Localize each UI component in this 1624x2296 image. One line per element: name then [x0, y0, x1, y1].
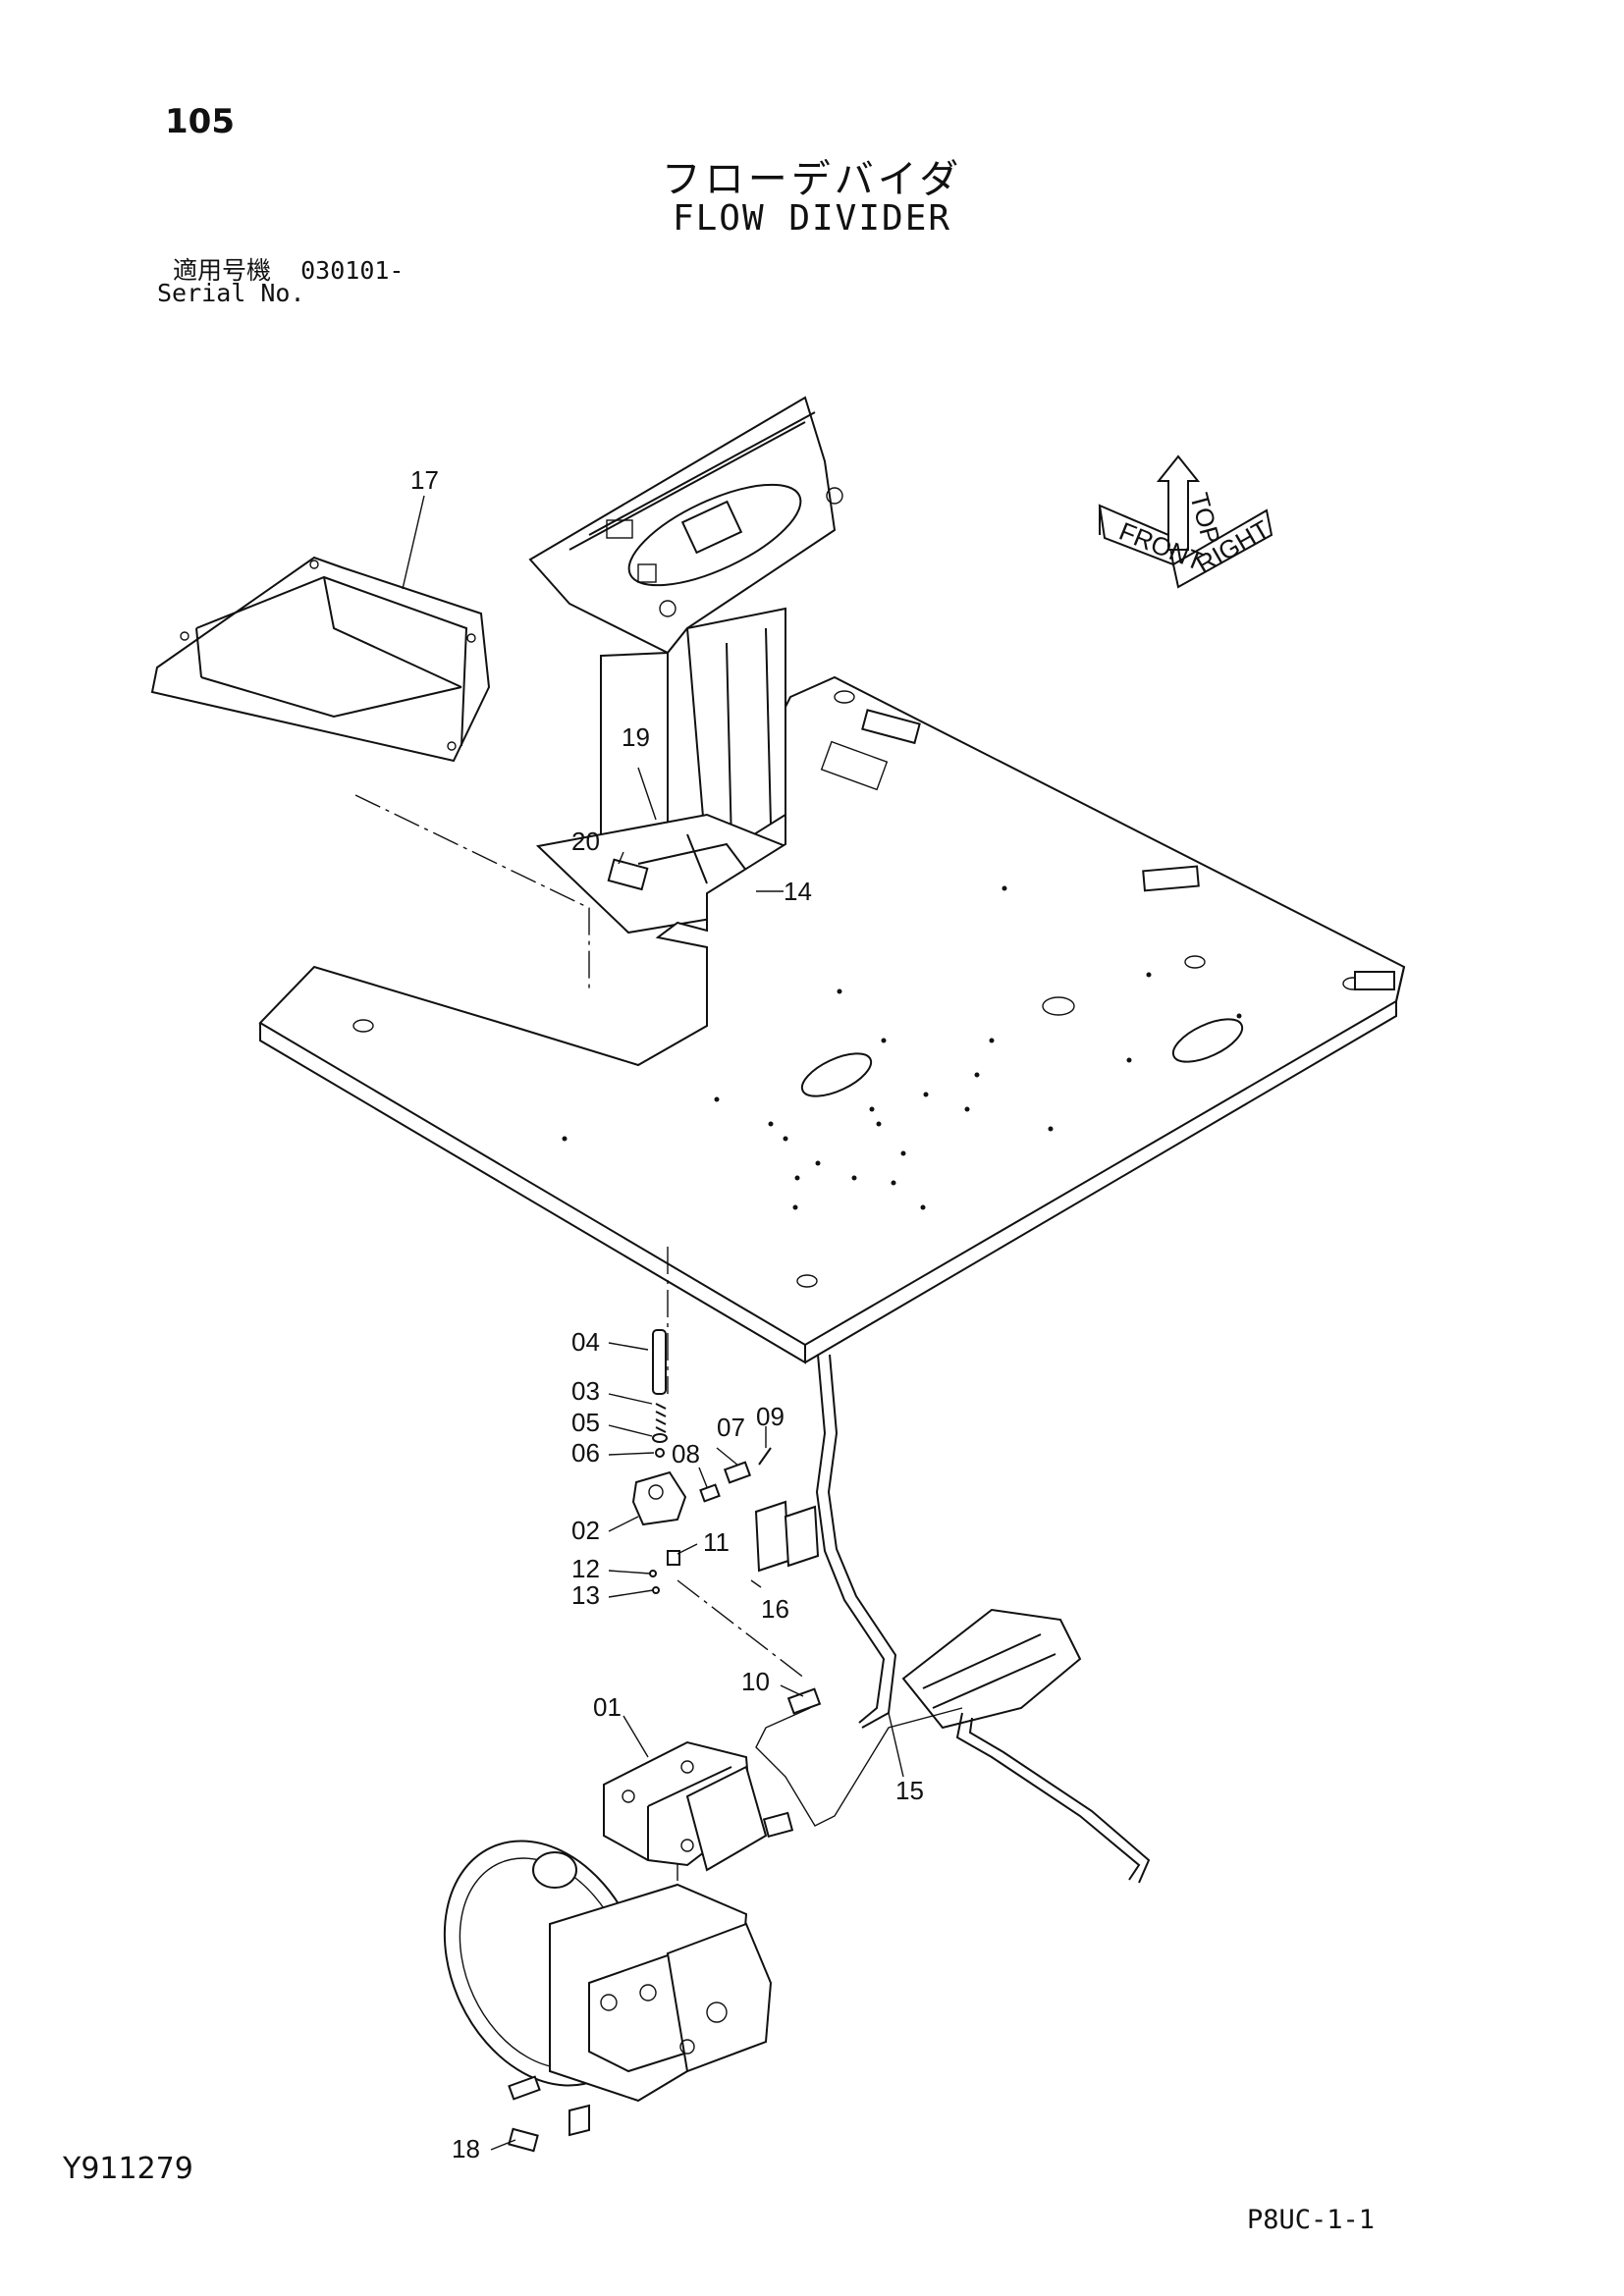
callout-12: 12 [571, 1554, 600, 1583]
callout-18: 18 [452, 2134, 480, 2163]
label-plate-20 [607, 858, 649, 891]
relay-16 [754, 1500, 820, 1573]
serial-value: 030101- [300, 256, 405, 285]
sheet-reference: P8UC-1-1 [1247, 2205, 1376, 2235]
handle-assembly [631, 1329, 687, 1526]
monitor-stand [528, 396, 843, 934]
orientation-marker: TOP FRONT RIGHT [1098, 454, 1274, 589]
callout-17: 17 [410, 465, 439, 495]
callout-20: 20 [571, 827, 600, 856]
harness-15 [755, 1354, 1151, 1884]
clip-11-nuts [649, 1550, 680, 1594]
callout-10: 10 [741, 1667, 770, 1696]
callout-14: 14 [784, 877, 812, 906]
callout-04: 04 [571, 1327, 600, 1357]
connector-10 [786, 1687, 822, 1715]
callout-15: 15 [895, 1776, 924, 1805]
callout-02: 02 [571, 1516, 600, 1545]
page-title-en: FLOW DIVIDER [672, 198, 952, 239]
callout-01: 01 [593, 1692, 622, 1722]
serial-label-en: Serial No. [157, 279, 305, 307]
callout-09: 09 [756, 1402, 785, 1431]
callout-19: 19 [622, 722, 650, 752]
serial-line-jp: 適用号機 030101- [173, 251, 404, 287]
connector-07-08-09 [699, 1447, 772, 1503]
serial-label-jp: 適用号機 [173, 256, 272, 285]
page-number: 105 [165, 102, 235, 141]
flow-divider-valve-01 [603, 1740, 794, 1872]
callout-16: 16 [761, 1594, 789, 1624]
page-title-jp: フローデバイダ [661, 157, 963, 202]
callout-05: 05 [571, 1408, 600, 1437]
callout-07: 07 [717, 1413, 745, 1442]
callout-03: 03 [571, 1376, 600, 1406]
callout-numbers: 17 19 20 14 04 03 05 06 07 09 08 02 11 1… [410, 465, 924, 2163]
cover-panel-17 [150, 556, 491, 763]
callout-13: 13 [571, 1580, 600, 1610]
floor-plate [258, 675, 1406, 1364]
leader-lines [402, 495, 904, 2151]
callout-11: 11 [703, 1527, 730, 1557]
callout-08: 08 [672, 1439, 700, 1468]
pump-assembly [443, 1840, 773, 2137]
drawing-id: Y911279 [63, 2152, 193, 2186]
fitting-18 [508, 2127, 539, 2153]
callout-06: 06 [571, 1438, 600, 1468]
